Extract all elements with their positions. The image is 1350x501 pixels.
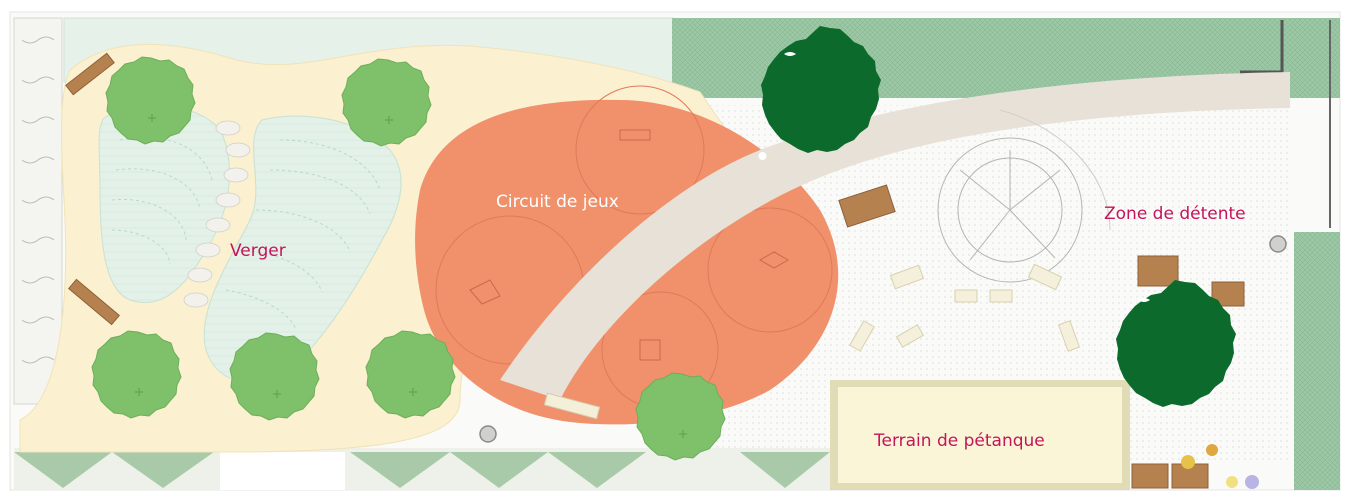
stepping-stones bbox=[183, 120, 251, 308]
bottom-gap bbox=[220, 452, 345, 490]
relaxation-benches bbox=[849, 263, 1081, 352]
contour-lines bbox=[111, 136, 381, 331]
tree-trunk-marks bbox=[135, 114, 687, 438]
tree-icon-light bbox=[91, 56, 726, 461]
planting-triangles bbox=[14, 452, 830, 488]
tree-icon-dark bbox=[761, 26, 1236, 407]
shrub-sketches bbox=[21, 36, 55, 364]
label-circuit-de-jeux: Circuit de jeux bbox=[496, 192, 619, 212]
petanque-court bbox=[838, 387, 1122, 483]
bench-light bbox=[543, 392, 601, 420]
label-verger: Verger bbox=[230, 241, 286, 261]
playground-equipment-icon bbox=[469, 129, 790, 361]
tree-sketch-relaxation bbox=[937, 137, 1083, 283]
tree-notch-marks bbox=[758, 52, 1150, 302]
label-zone-de-detente: Zone de détente bbox=[1104, 204, 1246, 224]
relaxation-border bbox=[999, 109, 1111, 231]
play-discs bbox=[1181, 444, 1259, 489]
planting-strip-left bbox=[13, 17, 63, 405]
label-terrain-de-petanque: Terrain de pétanque bbox=[873, 431, 1045, 451]
hedge-right bbox=[1294, 232, 1340, 490]
manhole-icon bbox=[479, 235, 1287, 443]
walkway bbox=[500, 72, 1290, 400]
bench-icon bbox=[65, 52, 1245, 489]
wall-corner bbox=[1240, 20, 1284, 74]
